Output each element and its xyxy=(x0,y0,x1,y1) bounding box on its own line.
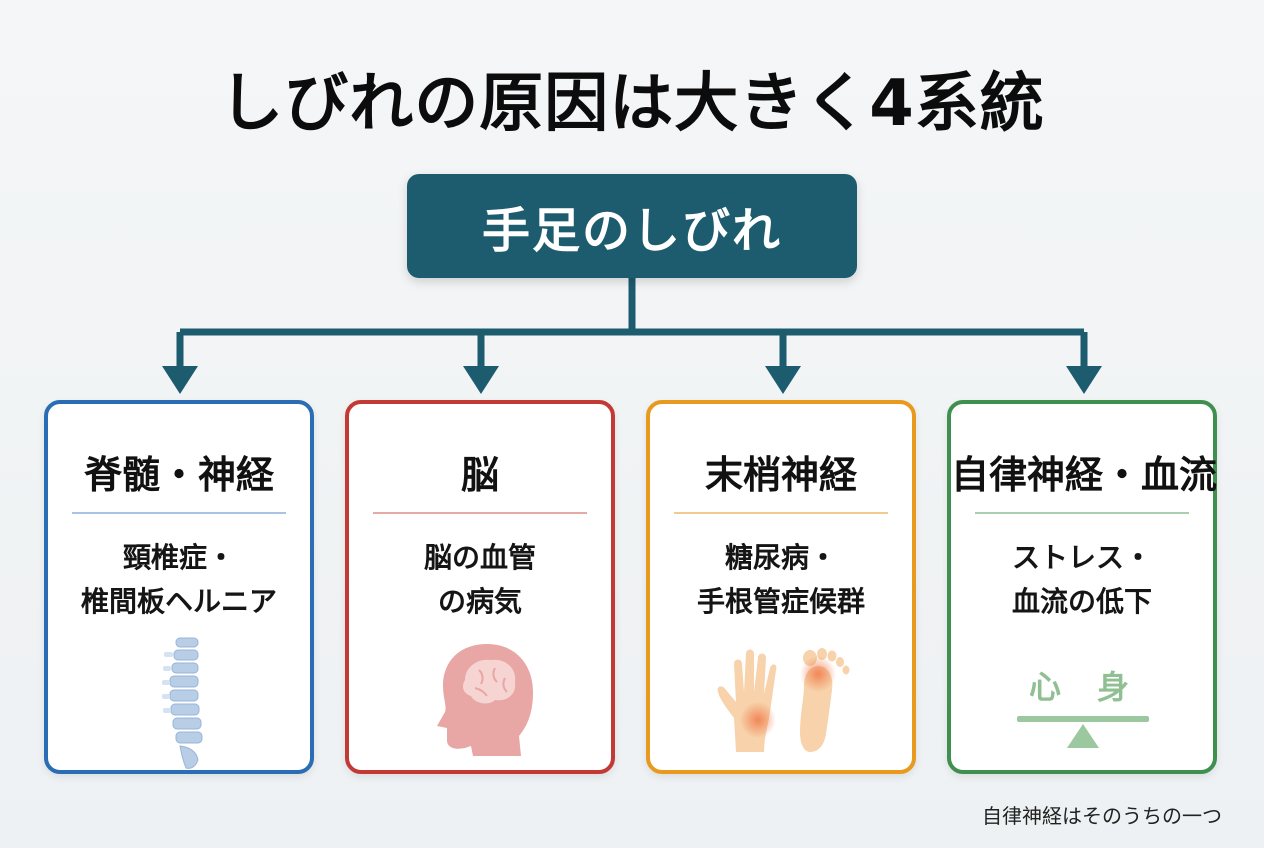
mind-body-balance-icon: 心 身 xyxy=(1013,662,1153,754)
divider xyxy=(72,512,286,514)
footnote: 自律神経はそのうちの一つ xyxy=(982,804,1222,828)
root-label: 手足のしびれ xyxy=(481,203,782,259)
balance-label-mind: 心 xyxy=(1029,668,1062,706)
arrow-down-icon xyxy=(1066,366,1102,394)
arrow-down-icon xyxy=(463,366,499,394)
divider xyxy=(373,512,587,514)
card-description: 頸椎症・ 椎間板ヘルニア xyxy=(80,541,277,618)
page-title: しびれの原因は大きく4系統 xyxy=(219,67,1045,141)
balance-label-body: 身 xyxy=(1097,668,1130,706)
arrow-down-icon xyxy=(162,366,198,394)
category-card-spine: 脊髄・神経 頸椎症・ 椎間板ヘルニア xyxy=(44,400,314,774)
hand-foot-icon xyxy=(717,648,850,752)
root-node: 手足のしびれ xyxy=(407,174,857,278)
category-card-autonomic: 自律神経・血流 ストレス・ 血流の低下 心 身 xyxy=(947,400,1217,774)
category-card-brain: 脳 脳の血管 の病気 xyxy=(345,400,615,774)
card-title: 脳 xyxy=(460,453,499,497)
head-brain-icon xyxy=(437,644,533,756)
category-card-peripheral: 末梢神経 糖尿病・ 手根管症候群 xyxy=(646,400,916,774)
divider xyxy=(975,512,1189,514)
card-description: ストレス・ 血流の低下 xyxy=(1011,541,1152,618)
card-description: 脳の血管 の病気 xyxy=(423,541,536,618)
spine-icon xyxy=(162,637,203,769)
arrow-down-icon xyxy=(765,366,801,394)
card-title: 自律神経・血流 xyxy=(951,453,1218,497)
divider xyxy=(674,512,888,514)
card-title: 末梢神経 xyxy=(704,453,857,497)
card-description: 糖尿病・ 手根管症候群 xyxy=(696,541,865,618)
card-title: 脊髄・神経 xyxy=(83,453,274,497)
